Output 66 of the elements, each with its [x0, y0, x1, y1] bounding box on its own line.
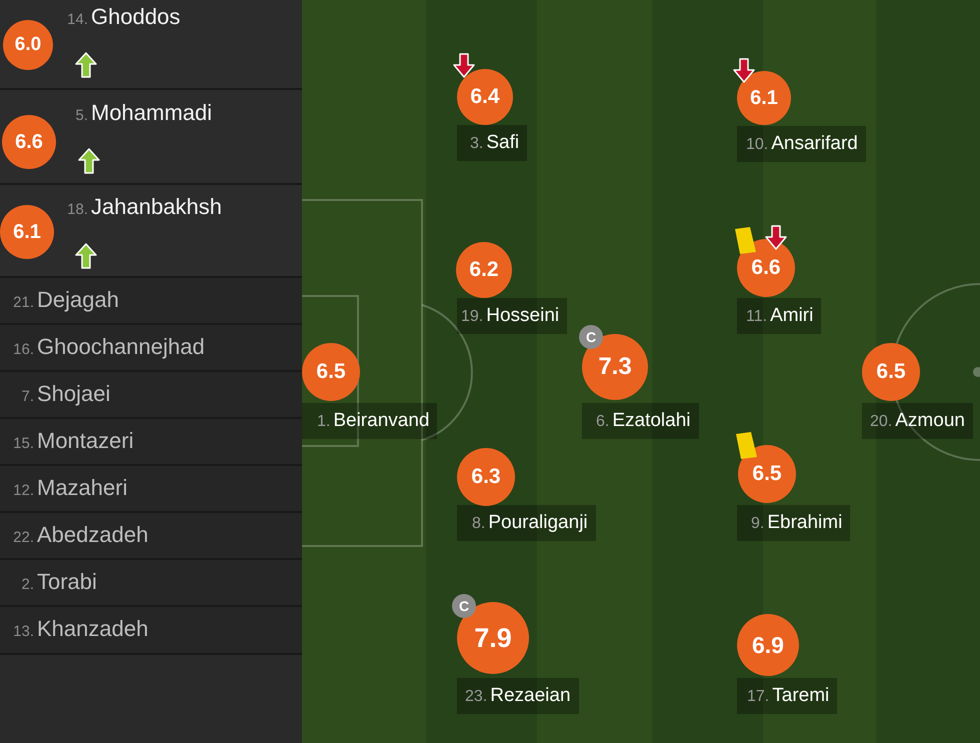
player-name: Mazaheri [37, 475, 128, 501]
name-plate [457, 298, 568, 334]
player-name: Dejagah [37, 287, 119, 313]
shirt-number: 17. [747, 688, 770, 705]
substitute-row [0, 607, 302, 655]
substitute-row [0, 513, 302, 560]
substitute-row [0, 372, 302, 419]
name-plate [737, 126, 866, 162]
player-rating: 6.1 [0, 205, 54, 259]
player-name: Shojaei [37, 381, 110, 407]
shirt-number: 19. [461, 308, 484, 325]
player-rating: 6.6 [2, 115, 56, 169]
player-name: Ghoochannejhad [37, 334, 205, 360]
player-name: Rezaeian [490, 685, 571, 706]
shirt-number: 7. [20, 388, 34, 405]
player-name: Ezatolahi [612, 410, 691, 431]
name-plate [457, 678, 579, 714]
player-name: Safi [486, 132, 520, 153]
shirt-number: 16. [12, 341, 34, 358]
player-name: Ebrahimi [767, 512, 842, 533]
shirt-number: 14. [66, 11, 88, 28]
shirt-number: 13. [12, 623, 34, 640]
shirt-number: 23. [465, 688, 488, 705]
shirt-number: 10. [746, 136, 768, 153]
shirt-number: 5. [74, 107, 88, 124]
player-name: Abedzadeh [37, 522, 148, 548]
name-plate [862, 403, 973, 439]
name-plate [457, 505, 596, 541]
shirt-number: 22. [12, 529, 34, 546]
substitute-row [0, 325, 302, 372]
player-name: Amiri [770, 305, 814, 326]
player-name: Taremi [772, 685, 830, 706]
name-plate [737, 298, 822, 334]
shirt-number: 6. [596, 413, 610, 430]
shirt-number: 18. [66, 201, 88, 218]
player-name: Pouraliganji [488, 512, 588, 533]
player-name: Montazeri [37, 428, 134, 454]
shirt-number: 12. [12, 482, 34, 499]
player-name: Khanzadeh [37, 616, 148, 642]
shirt-number: 9. [751, 515, 764, 532]
shirt-number: 8. [472, 515, 486, 532]
player-name: Jahanbakhsh [91, 194, 222, 220]
player-name: Mohammadi [91, 100, 212, 126]
substitute-row [0, 419, 302, 466]
shirt-number: 15. [12, 435, 34, 452]
shirt-number: 3. [470, 135, 484, 152]
player-rating: 6.0 [3, 20, 53, 70]
player-name: Hosseini [486, 305, 560, 326]
substitute-row [0, 466, 302, 513]
substitute-row [0, 278, 302, 325]
player-name: Torabi [37, 569, 97, 595]
shirt-number: 21. [12, 294, 34, 311]
substitute-row [0, 560, 302, 607]
player-name: Ansarifard [771, 133, 858, 154]
name-plate [737, 678, 838, 714]
name-plate [737, 505, 850, 541]
name-plate [582, 403, 699, 439]
shirt-number: 11. [746, 308, 768, 325]
shirt-number: 1. [317, 413, 330, 430]
player-name: Azmoun [895, 410, 965, 431]
shirt-number: 20. [870, 413, 892, 430]
name-plate [457, 125, 528, 161]
player-name: Ghoddos [91, 4, 180, 30]
player-name: Beiranvand [333, 410, 430, 431]
name-plate [302, 403, 438, 439]
shirt-number: 2. [20, 576, 34, 593]
